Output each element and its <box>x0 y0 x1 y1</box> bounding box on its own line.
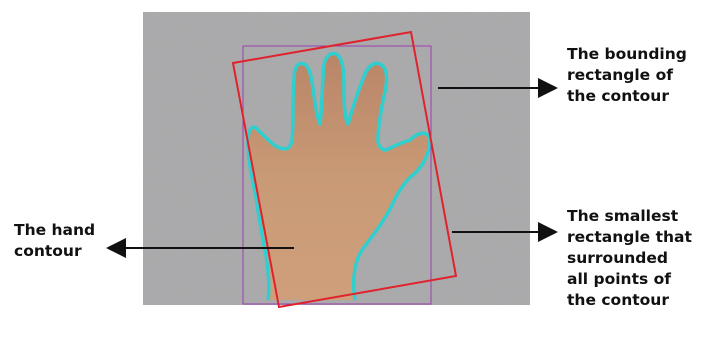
hand-contour-label: The hand contour <box>14 220 95 262</box>
bounding-rectangle-label: The bounding rectangle of the contour <box>567 44 687 107</box>
smallest-rectangle-label: The smallest rectangle that surrounded a… <box>567 206 692 311</box>
